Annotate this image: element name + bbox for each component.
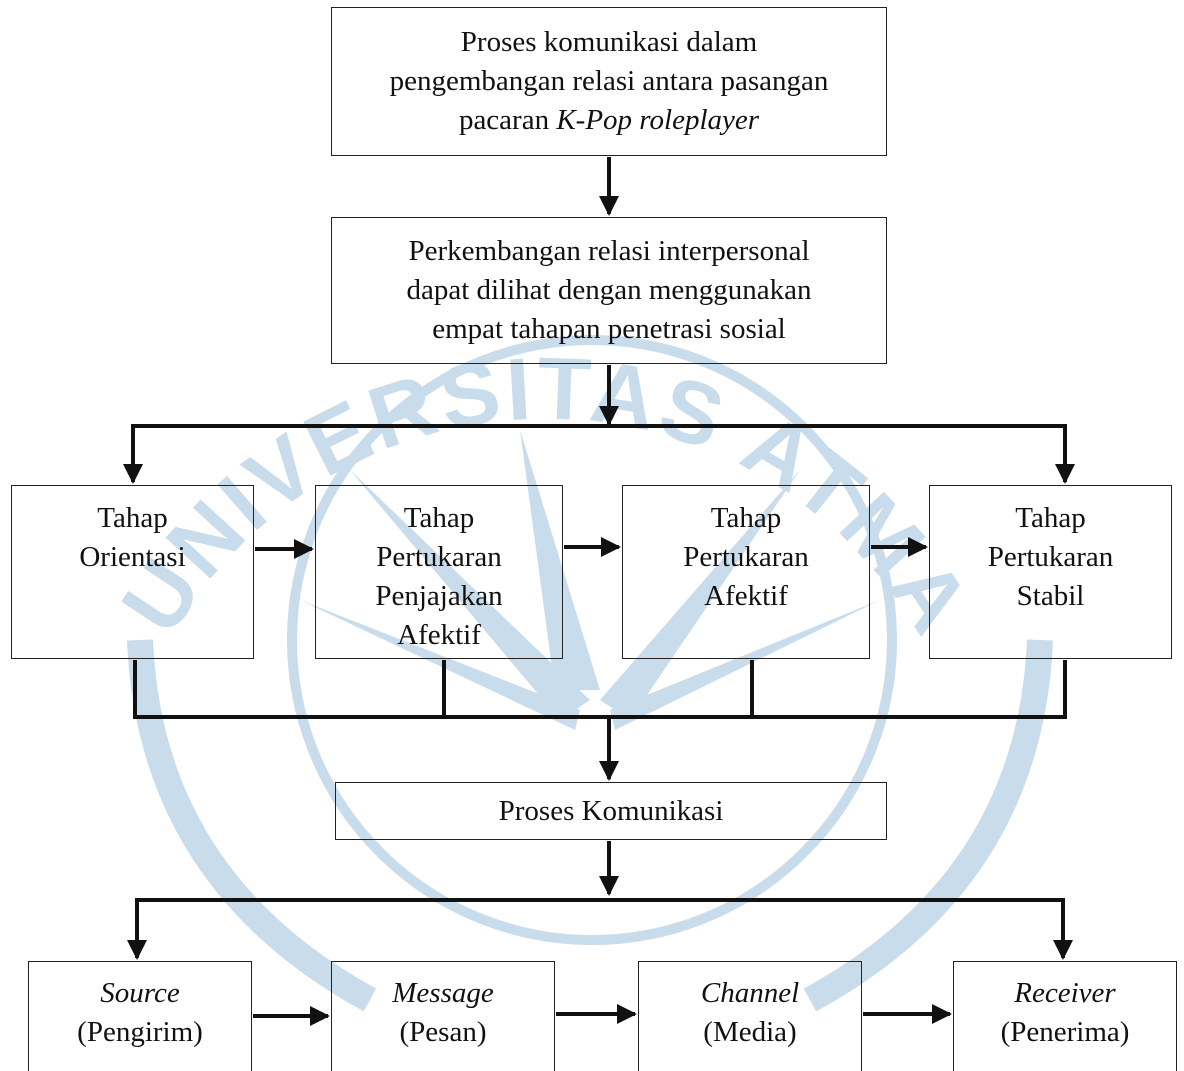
watermark-star (300, 430, 880, 730)
stage-box-afektif: Tahap Pertukaran Afektif (622, 485, 870, 659)
stage-2-line-2: Pertukaran (376, 541, 502, 573)
stage-4-line-1: Tahap (1015, 502, 1086, 534)
middle-box-line-3: empat tahapan penetrasi sosial (432, 313, 786, 345)
component-box-source: Source (Pengirim) (28, 961, 252, 1071)
watermark-seal (127, 335, 1053, 1012)
top-box-line-1: Proses komunikasi dalam (460, 26, 758, 58)
component-branch-line (135, 898, 1065, 958)
stage-2-line-1: Tahap (403, 502, 475, 534)
component-1-translation: (Pengirim) (77, 1016, 203, 1048)
component-3-translation: (Media) (703, 1016, 797, 1048)
component-4-term: Receiver (1014, 977, 1116, 1009)
stage-branch-line (131, 424, 1067, 482)
stage-merge-line (133, 660, 1067, 719)
stage-box-orientasi: Tahap Orientasi (11, 485, 254, 659)
stage-1-line-1: Tahap (97, 502, 168, 534)
component-box-receiver: Receiver (Penerima) (953, 961, 1177, 1071)
stage-3-line-1: Tahap (710, 502, 782, 534)
middle-box-line-1: Perkembangan relasi interpersonal (408, 235, 810, 267)
middle-box: Perkembangan relasi interpersonal dapat … (331, 217, 887, 364)
process-box-label: Proses Komunikasi (498, 794, 724, 827)
stage-2-line-3: Penjajakan (375, 580, 503, 612)
stage-3-line-3: Afektif (704, 580, 788, 612)
component-box-message: Message (Pesan) (331, 961, 555, 1071)
component-box-channel: Channel (Media) (638, 961, 862, 1071)
stage-4-line-2: Pertukaran (987, 541, 1114, 573)
stage-3-line-2: Pertukaran (683, 541, 809, 573)
top-box-line-2: pengembangan relasi antara pasangan (389, 65, 829, 97)
stage-4-line-3: Stabil (1016, 580, 1085, 612)
middle-box-line-2: dapat dilihat dengan menggunakan (406, 274, 812, 306)
component-4-translation: (Penerima) (1000, 1016, 1130, 1048)
top-box-line-3-prefix: pacaran (458, 104, 557, 136)
process-box: Proses Komunikasi (335, 782, 887, 840)
component-2-translation: (Pesan) (399, 1016, 487, 1048)
top-box: Proses komunikasi dalam pengembangan rel… (331, 7, 887, 156)
component-3-term: Channel (700, 977, 800, 1009)
top-box-line-3: pacaran K-Pop roleplayer (459, 101, 759, 140)
component-1-term: Source (100, 977, 180, 1009)
stage-box-penjajakan-afektif: Tahap Pertukaran Penjajakan Afektif (315, 485, 563, 659)
stage-1-line-2: Orientasi (79, 541, 186, 573)
stage-2-line-4: Afektif (397, 619, 481, 651)
top-box-line-3-italic: K-Pop roleplayer (556, 104, 760, 136)
stage-box-stabil: Tahap Pertukaran Stabil (929, 485, 1172, 659)
component-2-term: Message (392, 977, 494, 1009)
